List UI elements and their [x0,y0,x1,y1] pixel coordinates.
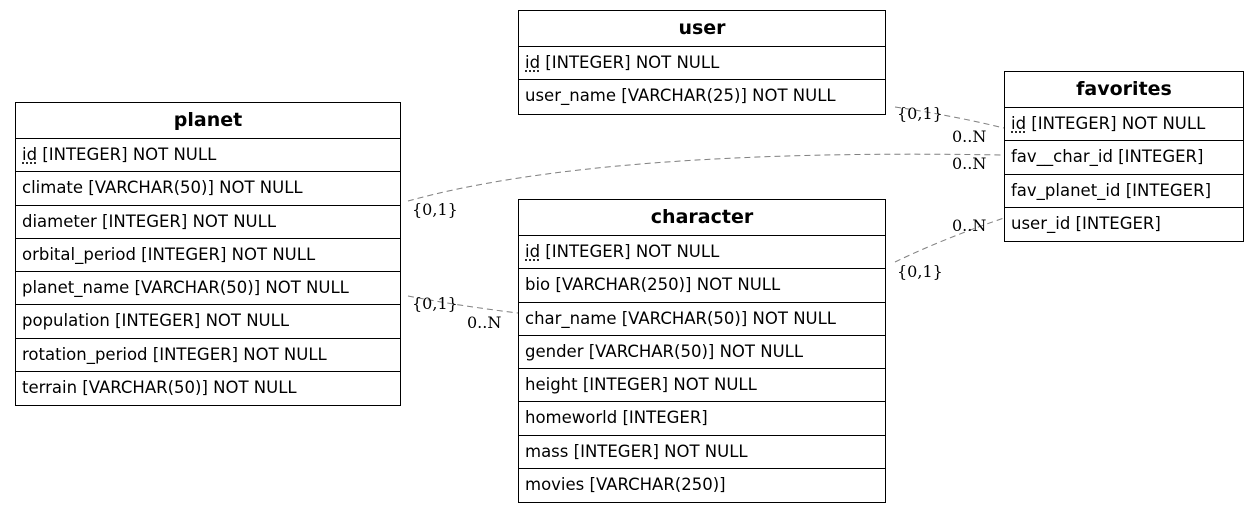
character-entity: character id [INTEGER] NOT NULL bio [VAR… [518,199,886,504]
attribute-row: movies [VARCHAR(250)] [519,469,885,502]
attribute-type: [INTEGER] [617,408,708,428]
attribute-name: bio [525,275,551,295]
attribute-type: [INTEGER] [1070,213,1161,233]
character-favorites-one-label: {0,1} [897,262,943,281]
attribute-type: [VARCHAR(250)] [584,475,726,495]
attribute-row: mass [INTEGER] NOT NULL [519,436,885,470]
attribute-name: fav__char_id [1011,147,1113,167]
attribute-type: [INTEGER] NOT NULL [540,242,720,261]
attribute-name: terrain [22,378,78,398]
attribute-type: [INTEGER] NOT NULL [540,53,720,72]
attribute-name: height [525,375,578,395]
attribute-row: diameter [INTEGER] NOT NULL [16,206,400,239]
attribute-type: [INTEGER] NOT NULL [109,311,290,331]
attribute-name: fav_planet_id [1011,180,1121,200]
attribute-name: planet_name [22,278,130,298]
attribute-type: [VARCHAR(50)] NOT NULL [616,308,837,328]
attribute-row: gender [VARCHAR(50)] NOT NULL [519,336,885,370]
attribute-name: user_name [525,86,617,106]
attribute-type: [INTEGER] NOT NULL [1026,114,1206,133]
planet-favorites-one-label: {0,1} [412,200,458,219]
character-favorites-line [894,217,1005,263]
attribute-type: [INTEGER] [1120,180,1212,200]
character-favorites-many-label: 0..N [952,216,986,235]
attribute-row: user_name [VARCHAR(25)] NOT NULL [519,80,885,113]
attribute-row: id [INTEGER] NOT NULL [1005,108,1243,142]
attribute-row: rotation_period [INTEGER] NOT NULL [16,339,400,373]
primary-key-name: id [22,145,38,164]
attribute-name: population [22,311,110,331]
attribute-row: bio [VARCHAR(250)] NOT NULL [519,269,885,303]
entity-title: character [519,200,885,236]
attribute-row: id [INTEGER] NOT NULL [519,47,885,81]
attribute-row: id [INTEGER] NOT NULL [16,139,400,173]
attribute-type: [VARCHAR(50)] NOT NULL [583,341,804,361]
attribute-row: orbital_period [INTEGER] NOT NULL [16,239,400,273]
attribute-type: [VARCHAR(25)] NOT NULL [616,86,836,106]
attribute-name: homeworld [525,408,618,428]
attribute-type: [VARCHAR(50)] NOT NULL [83,178,303,198]
primary-key-name: id [525,242,541,261]
attribute-type: [INTEGER] NOT NULL [135,244,316,264]
attribute-type: [INTEGER] NOT NULL [568,441,748,461]
attribute-row: char_name [VARCHAR(50)] NOT NULL [519,303,885,336]
attribute-row: user_id [INTEGER] [1005,208,1243,241]
attribute-name: user_id [1011,213,1071,233]
entity-title: planet [16,103,400,139]
attribute-row: terrain [VARCHAR(50)] NOT NULL [16,372,400,405]
planet-entity: planet id [INTEGER] NOT NULL climate [VA… [15,102,401,407]
planet-favorites-many-label: 0..N [952,154,986,173]
primary-key-name: id [1011,114,1027,133]
attribute-row: planet_name [VARCHAR(50)] NOT NULL [16,272,400,306]
primary-key-name: id [525,53,541,72]
attribute-type: [VARCHAR(250)] NOT NULL [550,275,781,295]
attribute-name: rotation_period [22,344,148,364]
attribute-row: height [INTEGER] NOT NULL [519,369,885,403]
entity-title: user [519,11,885,47]
attribute-row: climate [VARCHAR(50)] NOT NULL [16,172,400,206]
user-favorites-line [894,106,1005,129]
attribute-type: [VARCHAR(50)] NOT NULL [77,378,297,398]
attribute-name: gender [525,341,584,361]
attribute-row: id [INTEGER] NOT NULL [519,236,885,270]
entity-title: favorites [1005,72,1243,108]
attribute-name: diameter [22,211,97,231]
attribute-name: movies [525,475,585,495]
favorites-entity: favorites id [INTEGER] NOT NULL fav__cha… [1004,71,1244,243]
attribute-row: fav_planet_id [INTEGER] [1005,175,1243,208]
planet-character-many-label: 0..N [467,313,501,332]
planet-favorites-line [407,153,1005,202]
attribute-name: climate [22,178,84,198]
attribute-type: [VARCHAR(50)] NOT NULL [129,278,349,298]
attribute-name: mass [525,441,569,461]
attribute-name: orbital_period [22,244,136,264]
attribute-type: [INTEGER] NOT NULL [96,211,277,231]
attribute-type: [INTEGER] NOT NULL [577,375,757,395]
attribute-type: [INTEGER] NOT NULL [147,344,327,364]
user-favorites-one-label: {0,1} [897,104,943,123]
attribute-name: char_name [525,308,617,328]
planet-character-one-label: {0,1} [412,294,458,313]
attribute-type: [INTEGER] [1112,147,1204,167]
user-entity: user id [INTEGER] NOT NULL user_name [VA… [518,10,886,115]
attribute-row: fav__char_id [INTEGER] [1005,141,1243,175]
attribute-row: homeworld [INTEGER] [519,402,885,436]
planet-character-line [407,295,519,314]
user-favorites-many-label: 0..N [952,127,986,146]
attribute-type: [INTEGER] NOT NULL [37,145,217,164]
attribute-row: population [INTEGER] NOT NULL [16,305,400,339]
